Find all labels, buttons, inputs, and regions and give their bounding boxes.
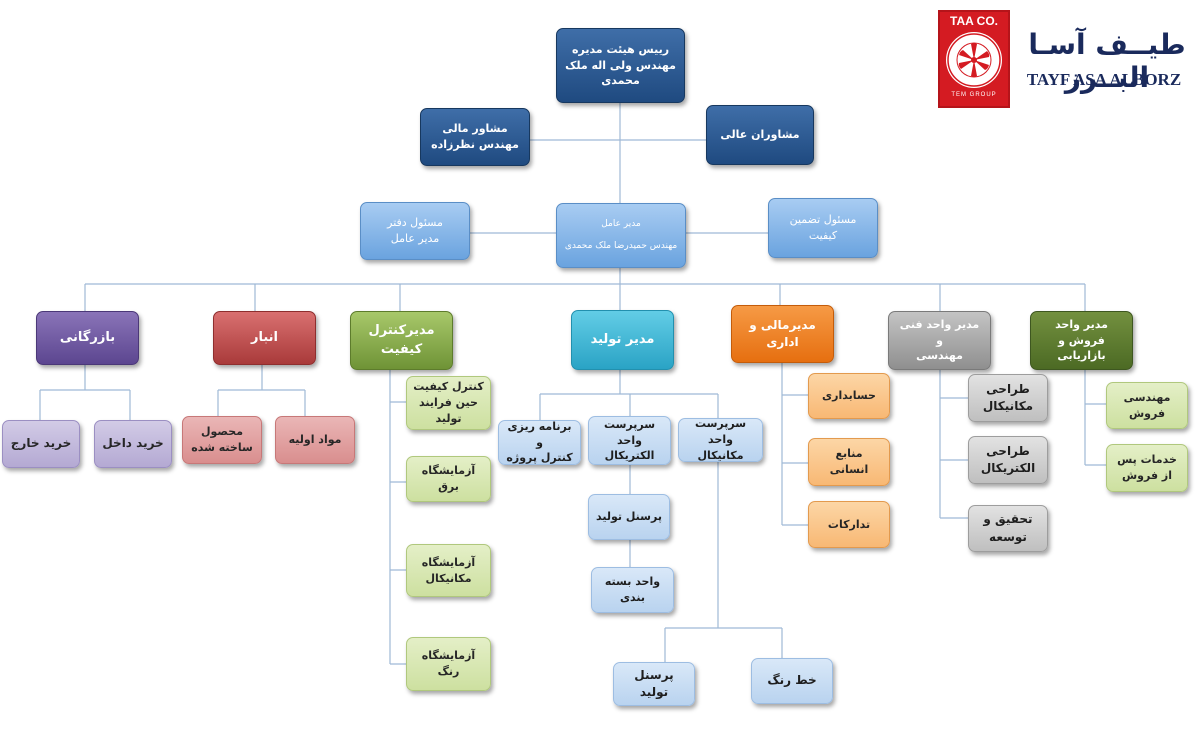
senior-advisors-title: مشاوران عالی — [720, 128, 800, 142]
quality-assurance-title: مسئول تضمین — [789, 213, 857, 227]
dept-quality-control-box[interactable]: مدیرکنترل کیفیت — [350, 311, 453, 370]
ceo-office-title: مسئول دفتر — [387, 216, 443, 230]
production-electrical-supervisor-line2: الکتریکال — [604, 449, 655, 463]
qc-mechanical-lab-label: آزمایشگاه مکانیکال — [421, 555, 476, 585]
dept-sales-title: مدیر واحد فروش و — [1055, 317, 1108, 347]
production-electrical-staff-label: پرسنل تولید — [596, 510, 662, 524]
qc-in-process-box[interactable]: کنترل کیفیت حین فرایند تولید — [406, 376, 491, 430]
financial-advisor-box[interactable]: مشاور مالی مهندس نظرزاده — [420, 108, 530, 166]
dept-quality-control-title: مدیرکنترل — [368, 322, 435, 338]
board-chair-name-line2: محمدی — [601, 74, 640, 88]
production-paint-line-label: خط رنگ — [767, 673, 817, 688]
company-logo: TAA CO. TEM GROUP طیــف آسـا البــرز TAY… — [938, 10, 1190, 110]
production-mechanical-supervisor-line2: مکانیکال — [697, 448, 744, 462]
commerce-foreign-purchase-box[interactable]: خرید خارج — [2, 420, 80, 468]
production-electrical-staff-box[interactable]: پرسنل تولید — [588, 494, 670, 540]
production-mechanical-supervisor-box[interactable]: سرپرست واحد مکانیکال — [678, 417, 763, 462]
finance-procurement-label: تدارکات — [827, 517, 871, 531]
production-mechanical-staff-label: پرسنل تولید — [634, 667, 674, 699]
finance-human-resources-box[interactable]: منابع انسانی — [808, 438, 890, 486]
logo-name-english: TAYF ASA ALBORZ — [1026, 70, 1182, 89]
production-packaging-box[interactable]: واحد بسته بندی — [591, 567, 674, 613]
ceo-box[interactable]: مدیر عامل مهندس حمیدرضا ملک محمدی — [556, 203, 686, 268]
qc-electrical-lab-label: آزمایشگاه برق — [421, 464, 476, 493]
finance-accounting-box[interactable]: حسابداری — [808, 373, 890, 419]
dept-technical-title-line2: مهندسی — [916, 349, 963, 363]
sales-after-sales-label: خدمات پس از فروش — [1117, 453, 1177, 482]
warehouse-raw-materials-box[interactable]: مواد اولیه — [275, 416, 355, 464]
finance-accounting-label: حسابداری — [822, 389, 876, 403]
production-mechanical-supervisor-line1: سرپرست واحد — [694, 417, 747, 447]
technical-rnd-box[interactable]: تحقیق و توسعه — [968, 505, 1048, 552]
dept-commerce-box[interactable]: بازرگانی — [36, 311, 139, 365]
qc-electrical-lab-box[interactable]: آزمایشگاه برق — [406, 456, 491, 502]
production-planning-box[interactable]: برنامه ریزی و کنترل پروژه — [498, 420, 581, 465]
dept-technical-title: مدیر واحد فنی و — [899, 317, 980, 347]
technical-rnd-label: تحقیق و توسعه — [983, 512, 1033, 544]
warehouse-finished-product-box[interactable]: محصول ساخته شده — [182, 416, 262, 464]
ceo-name: مهندس حمیدرضا ملک محمدی — [564, 240, 678, 251]
dept-finance-admin-title: مدیرمالی و اداری — [749, 317, 816, 349]
finance-human-resources-label: منابع انسانی — [829, 447, 869, 476]
logo-emblem-title: TAA CO. — [950, 14, 998, 28]
technical-mechanical-design-label: طراحی مکانیکال — [982, 381, 1034, 413]
dept-finance-admin-box[interactable]: مدیرمالی و اداری — [731, 305, 834, 363]
qc-paint-lab-box[interactable]: آزمایشگاه رنگ — [406, 637, 491, 691]
quality-assurance-box[interactable]: مسئول تضمین کیفیت — [768, 198, 878, 258]
commerce-foreign-purchase-label: خرید خارج — [10, 436, 72, 451]
warehouse-finished-product-label: محصول ساخته شده — [191, 425, 253, 454]
ceo-office-name: مدیر عامل — [390, 232, 440, 245]
financial-advisor-name: مهندس نظرزاده — [431, 138, 519, 151]
production-planning-line2: کنترل پروژه — [506, 451, 573, 465]
ceo-office-box[interactable]: مسئول دفتر مدیر عامل — [360, 202, 470, 260]
qc-in-process-label: کنترل کیفیت حین فرایند تولید — [413, 380, 484, 425]
dept-quality-control-title-line2: کیفیت — [380, 341, 423, 357]
board-chair-name: مهندس ولی اله ملک — [565, 58, 676, 72]
dept-production-title: مدیر تولید — [590, 331, 655, 347]
technical-electrical-design-label: طراحی الکتریکال — [980, 443, 1036, 475]
dept-technical-box[interactable]: مدیر واحد فنی و مهندسی — [888, 311, 991, 370]
qc-paint-lab-label: آزمایشگاه رنگ — [421, 649, 476, 678]
quality-assurance-name: کیفیت — [808, 229, 838, 242]
production-paint-line-box[interactable]: خط رنگ — [751, 658, 833, 704]
commerce-domestic-purchase-label: خرید داخل — [102, 436, 164, 451]
logo-emblem-footer: TEM GROUP — [951, 92, 997, 98]
production-packaging-label: واحد بسته بندی — [604, 575, 661, 604]
dept-production-box[interactable]: مدیر تولید — [571, 310, 674, 370]
production-electrical-supervisor-line1: سرپرست واحد — [603, 417, 656, 447]
warehouse-raw-materials-label: مواد اولیه — [288, 433, 342, 447]
technical-electrical-design-box[interactable]: طراحی الکتریکال — [968, 436, 1048, 484]
senior-advisors-box[interactable]: مشاوران عالی — [706, 105, 814, 165]
qc-mechanical-lab-box[interactable]: آزمایشگاه مکانیکال — [406, 544, 491, 597]
sales-engineering-label: مهندسی فروش — [1123, 390, 1171, 420]
production-electrical-supervisor-box[interactable]: سرپرست واحد الکتریکال — [588, 416, 671, 465]
commerce-domestic-purchase-box[interactable]: خرید داخل — [94, 420, 172, 468]
dept-warehouse-box[interactable]: انبار — [213, 311, 316, 365]
fan-icon — [946, 32, 1002, 88]
production-planning-line1: برنامه ریزی و — [507, 419, 572, 449]
financial-advisor-title: مشاور مالی — [442, 122, 508, 136]
dept-sales-box[interactable]: مدیر واحد فروش و بازاریابی — [1030, 311, 1133, 370]
sales-engineering-box[interactable]: مهندسی فروش — [1106, 382, 1188, 429]
dept-warehouse-title: انبار — [251, 329, 279, 345]
finance-procurement-box[interactable]: تدارکات — [808, 501, 890, 548]
board-chair-title: رییس هیئت مدیره — [571, 42, 670, 56]
board-chair-box[interactable]: رییس هیئت مدیره مهندس ولی اله ملک محمدی — [556, 28, 685, 103]
ceo-title: مدیر عامل — [601, 219, 641, 230]
production-mechanical-staff-box[interactable]: پرسنل تولید — [613, 662, 695, 706]
dept-commerce-title: بازرگانی — [59, 329, 116, 345]
logo-name-persian: طیــف آسـا البــرز — [1028, 28, 1186, 94]
sales-after-sales-box[interactable]: خدمات پس از فروش — [1106, 444, 1188, 492]
logo-emblem: TAA CO. TEM GROUP — [938, 10, 1010, 108]
technical-mechanical-design-box[interactable]: طراحی مکانیکال — [968, 374, 1048, 422]
dept-sales-title-line2: بازاریابی — [1057, 349, 1106, 363]
